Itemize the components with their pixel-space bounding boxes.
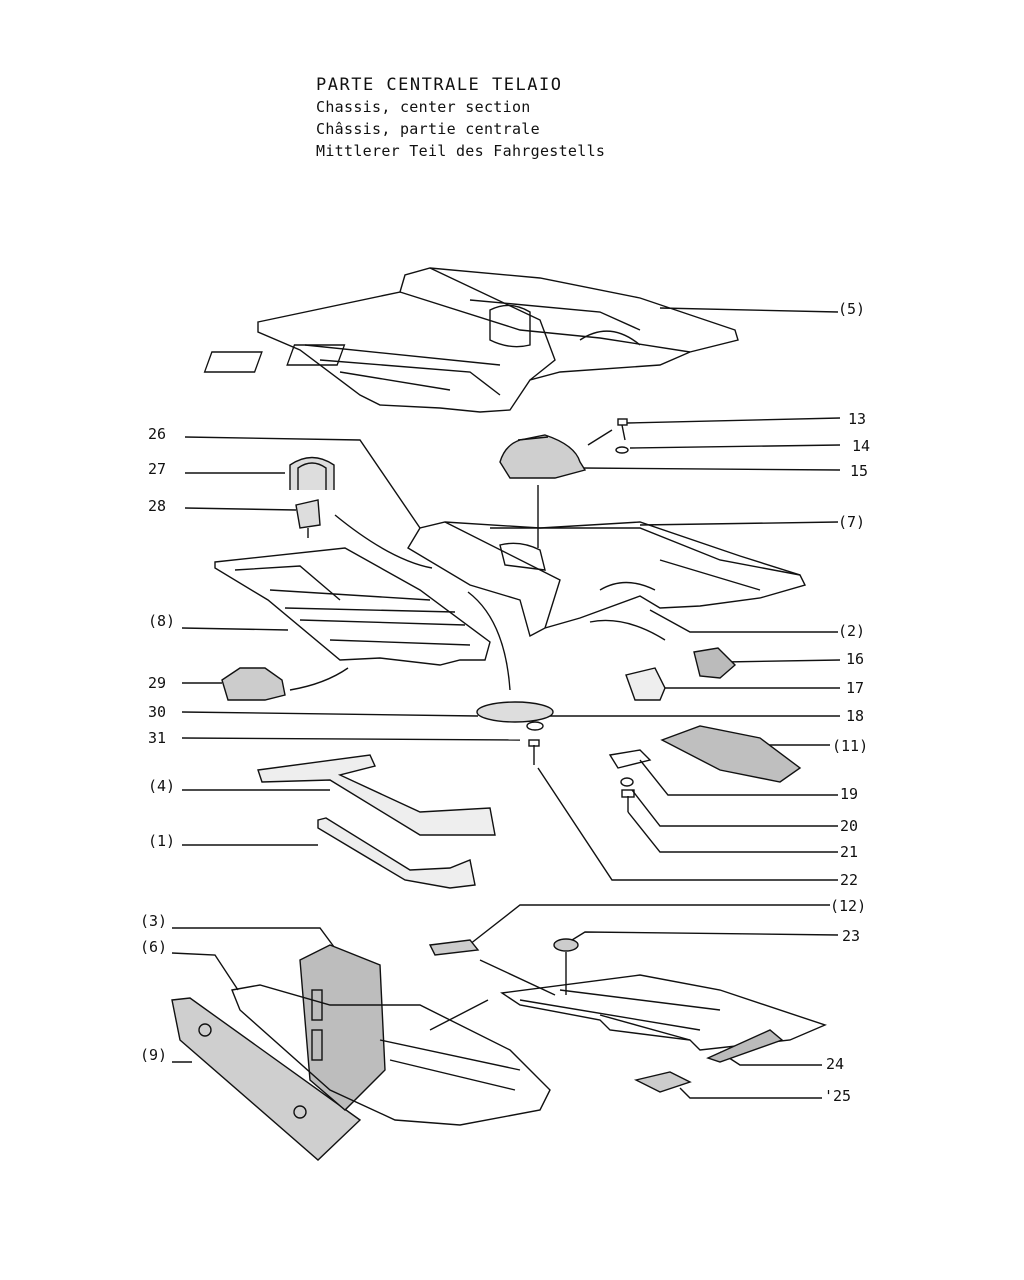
callout-23: 23 <box>842 927 861 945</box>
screw-21 <box>621 789 635 812</box>
callout-11: (11) <box>832 737 869 755</box>
callout-2: (2) <box>838 622 866 640</box>
leader-7 <box>639 521 839 526</box>
callout-8: (8) <box>148 612 176 630</box>
callout-4: (4) <box>148 777 176 795</box>
clip-25 <box>633 1071 692 1093</box>
crossmember-4 <box>257 754 496 836</box>
floor-pan-left-lower <box>231 984 551 1126</box>
leader-30 <box>181 711 479 717</box>
callout-25: '25 <box>824 1087 852 1105</box>
leader-20 <box>631 789 838 827</box>
leader-6 <box>171 952 239 991</box>
callout-16: 16 <box>846 650 865 668</box>
leader-19 <box>639 759 838 796</box>
leader-8 <box>181 627 289 631</box>
leader-12 <box>464 904 830 949</box>
clip-28 <box>295 499 321 538</box>
shifter-boot-15 <box>499 434 587 479</box>
callout-20: 20 <box>840 817 859 835</box>
leader-26 <box>184 436 421 529</box>
leader-28 <box>184 507 297 511</box>
callout-18: 18 <box>846 707 865 725</box>
leader-3 <box>172 927 341 956</box>
washer-18 <box>526 721 544 731</box>
leader-2 <box>649 609 838 633</box>
callout-14: 14 <box>852 437 871 455</box>
washer-14 <box>615 446 629 454</box>
clamp-27 <box>289 456 335 490</box>
leader-21 <box>627 811 838 853</box>
arrow-29 <box>289 667 349 691</box>
callout-27: 27 <box>148 460 167 478</box>
washer-20 <box>620 777 634 787</box>
leader-22 <box>537 767 838 881</box>
title-french: Châssis, partie centrale <box>316 120 540 138</box>
arrow-16 <box>589 619 666 641</box>
pad-16 <box>693 647 737 679</box>
title-english: Chassis, center section <box>316 98 531 116</box>
leader-16 <box>723 659 841 663</box>
screw-13 <box>617 418 628 441</box>
callout-26: 26 <box>148 425 167 443</box>
leader-13 <box>626 417 841 424</box>
floor-assembly-5 <box>203 267 739 413</box>
bracket-29 <box>221 667 286 701</box>
leader-5 <box>659 307 839 313</box>
arrow-28 <box>334 514 433 569</box>
arrow-13 <box>587 429 613 446</box>
title-block: PARTE CENTRALE TELAIO Chassis, center se… <box>316 74 605 162</box>
pillar-3 <box>299 944 386 1111</box>
callout-12: (12) <box>830 897 867 915</box>
callout-9: (9) <box>140 1046 168 1064</box>
callout-29: 29 <box>148 674 167 692</box>
arrow-30 <box>467 591 511 691</box>
callout-31: 31 <box>148 729 167 747</box>
leader-31 <box>181 737 521 741</box>
leader-15 <box>581 467 841 471</box>
bracket-17 <box>625 667 666 701</box>
title-italian: PARTE CENTRALE TELAIO <box>316 75 563 95</box>
callout-15: 15 <box>850 462 869 480</box>
panel-11 <box>660 725 802 783</box>
callout-13: 13 <box>848 410 867 428</box>
leader-14 <box>629 444 841 449</box>
floor-pan-right <box>500 974 827 1051</box>
sill-9 <box>171 997 362 1161</box>
callout-24: 24 <box>826 1055 845 1073</box>
callout-22: 22 <box>840 871 859 889</box>
trim-24 <box>706 1029 784 1063</box>
callout-19: 19 <box>840 785 859 803</box>
callout-17: 17 <box>846 679 865 697</box>
callout-5: (5) <box>838 300 866 318</box>
callout-6: (6) <box>140 938 168 956</box>
leader-25 <box>679 1087 822 1099</box>
callout-1: (1) <box>148 832 176 850</box>
callout-28: 28 <box>148 497 167 515</box>
floor-pan-8 <box>214 547 491 666</box>
leader-23 <box>571 931 839 941</box>
piece-12 <box>428 939 480 956</box>
leader-12b <box>429 999 489 1031</box>
screw-31 <box>528 739 540 765</box>
callout-3: (3) <box>140 912 168 930</box>
title-german: Mittlerer Teil des Fahrgestells <box>316 142 606 160</box>
leader-12c <box>479 959 556 996</box>
crossmember-1 <box>317 817 476 889</box>
plate-19 <box>608 749 652 769</box>
callout-21: 21 <box>840 843 859 861</box>
plug-23 <box>553 938 579 995</box>
cover-plate-30 <box>476 701 554 723</box>
callout-7: (7) <box>838 513 866 531</box>
callout-30: 30 <box>148 703 167 721</box>
floor-assembly-7 <box>407 521 807 638</box>
